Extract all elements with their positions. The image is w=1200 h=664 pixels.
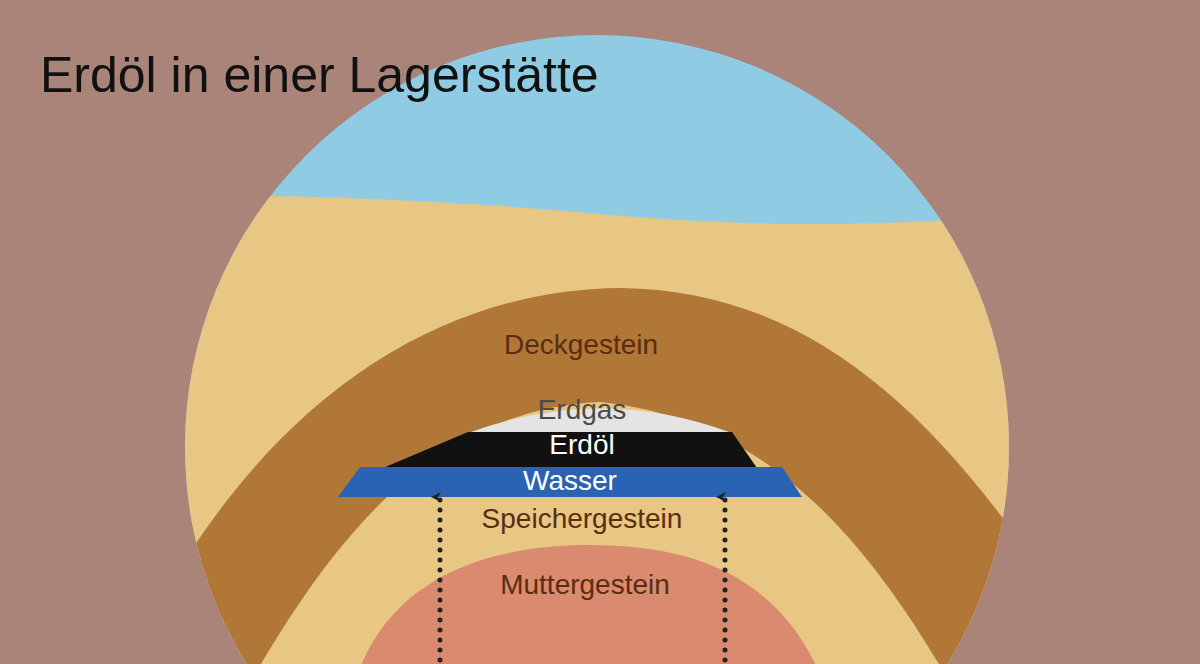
cap-rock-label: Deckgestein: [498, 330, 664, 360]
layer-name: Speichergestein: [482, 504, 683, 534]
gas-label: Erdgas: [532, 395, 633, 425]
migration-arrow: [723, 497, 728, 660]
reservoir-rock-label: Speichergestein: [476, 504, 689, 534]
layer-name: Erdgas: [538, 395, 627, 425]
layer-name: Erdöl: [549, 430, 614, 460]
layer-name: Wasser: [523, 466, 617, 497]
source-rock-dome: Muttergestein: [360, 548, 810, 660]
water-layer: [338, 467, 802, 497]
layer-name: Muttergestein: [500, 570, 670, 660]
layer-name: Deckgestein: [504, 330, 658, 360]
sand-layer: [0, 192, 1200, 664]
title: Erdöl in einer Lagerstätte: [40, 46, 599, 104]
cap-rock-arch: [140, 288, 1060, 664]
oil-label: Erdöl: [543, 430, 620, 460]
migration-arrow: [438, 497, 443, 660]
water-band: Wasser: [340, 466, 800, 497]
source-rock-dome: [350, 545, 830, 664]
